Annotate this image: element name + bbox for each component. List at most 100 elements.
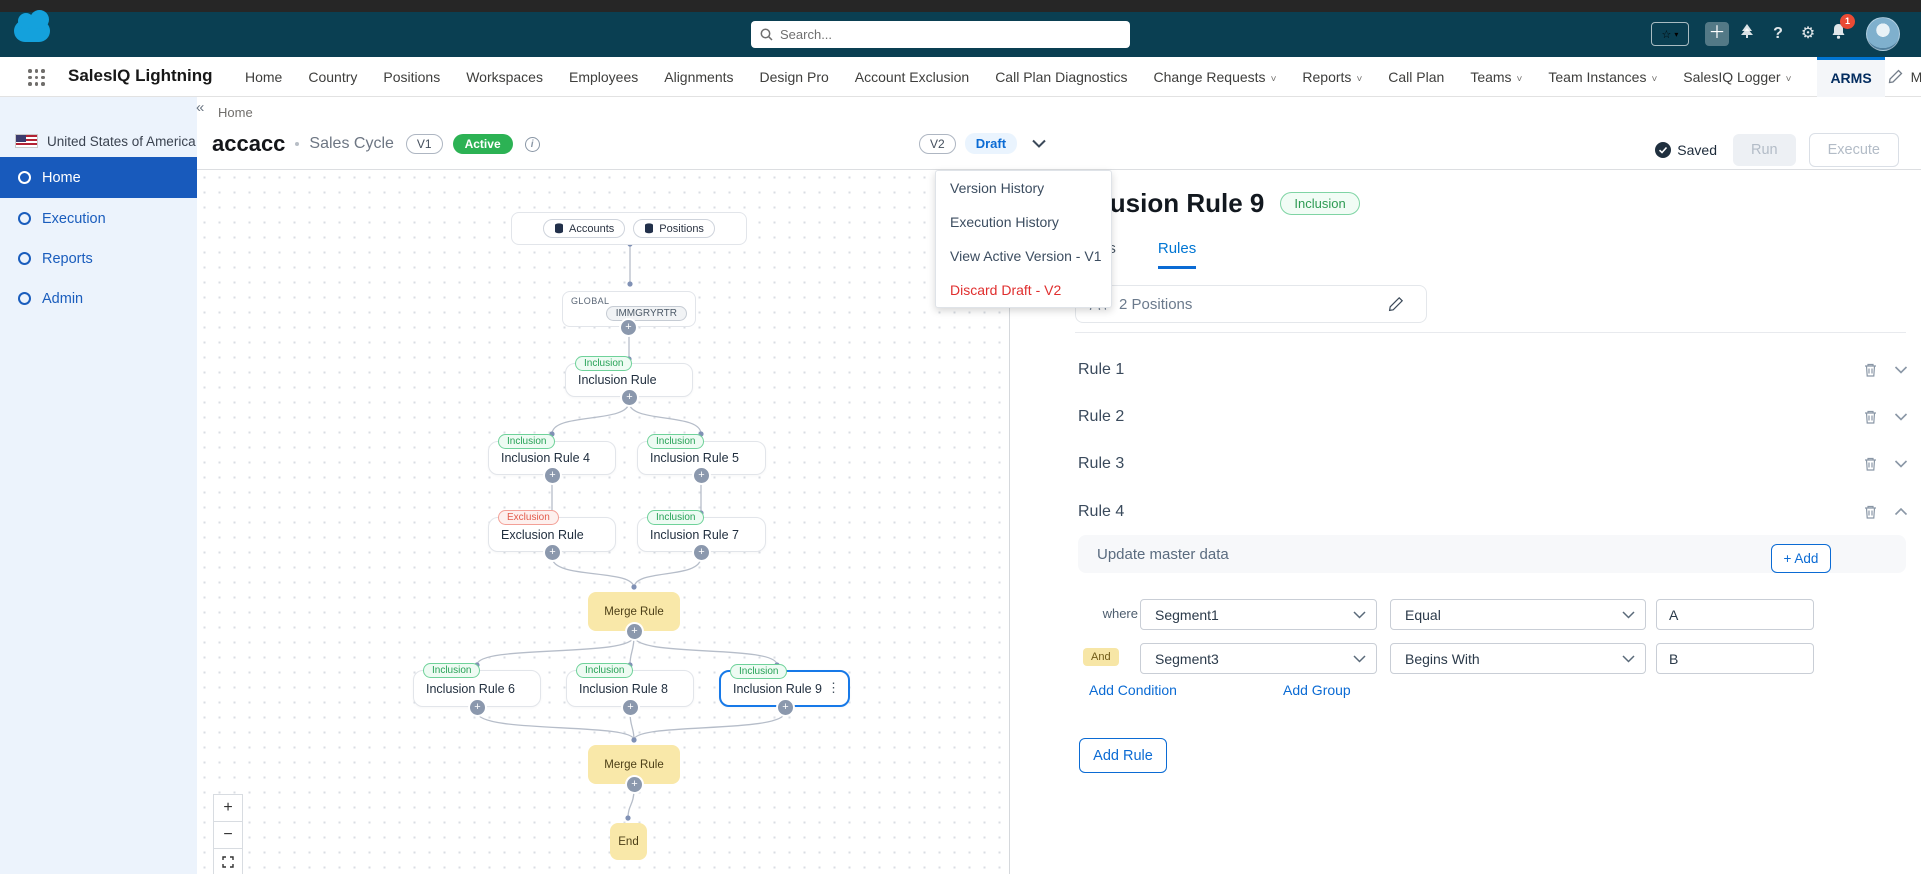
tab-account-exclusion[interactable]: Account Exclusion bbox=[854, 69, 970, 85]
add-node-plus-icon[interactable]: + bbox=[694, 545, 709, 560]
node-inclusion-rule-5[interactable]: Inclusion Inclusion Rule 5 bbox=[637, 434, 766, 475]
accounts-source-pill[interactable]: Accounts bbox=[543, 219, 626, 238]
sidebar-item-admin[interactable]: Admin bbox=[0, 278, 197, 319]
tab-more[interactable]: More▼ bbox=[1910, 69, 1921, 85]
add-node-plus-icon[interactable]: + bbox=[627, 777, 642, 792]
update-master-data-box[interactable]: Update master data bbox=[1078, 535, 1906, 573]
tab-call-plan[interactable]: Call Plan bbox=[1388, 69, 1445, 85]
tab-reports[interactable]: Reports˅ bbox=[1302, 69, 1363, 85]
expand-chevron-down-icon[interactable] bbox=[1894, 460, 1908, 468]
menu-item-execution-history[interactable]: Execution History bbox=[950, 214, 1059, 230]
collapse-chevron-up-icon[interactable] bbox=[1894, 508, 1908, 516]
search-input[interactable] bbox=[780, 27, 1080, 42]
condition-operator-select[interactable]: Begins With bbox=[1390, 643, 1646, 674]
tab-salesiq-logger[interactable]: SalesIQ Logger˅ bbox=[1683, 69, 1792, 85]
rule-row-2[interactable]: Rule 2 bbox=[1078, 397, 1908, 437]
delete-rule-trash-icon[interactable] bbox=[1863, 504, 1878, 520]
node-menu-kebab-icon[interactable]: ⋮ bbox=[827, 680, 840, 695]
region-selector[interactable]: United States of America bbox=[0, 125, 197, 157]
tab-rules[interactable]: Rules bbox=[1157, 240, 1197, 269]
node-inclusion-rule-6[interactable]: Inclusion Inclusion Rule 6 bbox=[413, 663, 541, 707]
condition-field-select[interactable]: Segment3 bbox=[1140, 643, 1377, 674]
condition-prefix-and[interactable]: And bbox=[1083, 648, 1119, 666]
global-search[interactable] bbox=[751, 21, 1130, 48]
positions-source-pill[interactable]: Positions bbox=[633, 219, 715, 238]
fit-screen-button[interactable] bbox=[213, 848, 243, 874]
tab-workspaces[interactable]: Workspaces bbox=[466, 69, 543, 85]
expand-chevron-down-icon[interactable] bbox=[1894, 366, 1908, 374]
tab-teams[interactable]: Teams˅ bbox=[1470, 69, 1523, 85]
app-name[interactable]: SalesIQ Lightning bbox=[68, 66, 213, 85]
tab-change-requests[interactable]: Change Requests˅ bbox=[1153, 69, 1277, 85]
add-node-plus-icon[interactable]: + bbox=[778, 700, 793, 715]
tab-employees[interactable]: Employees bbox=[568, 69, 639, 85]
add-node-plus-icon[interactable]: + bbox=[621, 320, 636, 335]
add-node-plus-icon[interactable]: + bbox=[627, 624, 642, 639]
source-objects-node[interactable]: Accounts Positions bbox=[511, 212, 747, 245]
notifications-bell-icon[interactable] bbox=[1826, 22, 1850, 46]
sidebar-item-execution[interactable]: Execution bbox=[0, 198, 197, 239]
salesforce-cloud-logo[interactable] bbox=[14, 10, 50, 42]
tab-design-pro[interactable]: Design Pro bbox=[759, 69, 829, 85]
trailhead-tree-icon[interactable] bbox=[1735, 22, 1759, 46]
node-merge-rule-1[interactable]: Merge Rule bbox=[588, 592, 680, 631]
zoom-out-button[interactable]: − bbox=[213, 821, 243, 848]
delete-rule-trash-icon[interactable] bbox=[1863, 362, 1878, 378]
zoom-in-button[interactable]: + bbox=[213, 794, 243, 821]
tab-call-plan-diagnostics[interactable]: Call Plan Diagnostics bbox=[995, 69, 1128, 85]
flow-canvas[interactable]: Accounts Positions GLOBAL IMMGRYRTR Incl… bbox=[197, 170, 1010, 874]
rule-row-1[interactable]: Rule 1 bbox=[1078, 350, 1908, 390]
add-button[interactable]: + Add bbox=[1771, 544, 1831, 573]
add-tile-icon[interactable]: ＋ bbox=[1705, 22, 1729, 46]
condition-value-input[interactable] bbox=[1656, 643, 1814, 674]
execute-button[interactable]: Execute bbox=[1808, 133, 1899, 167]
add-rule-button[interactable]: Add Rule bbox=[1079, 738, 1167, 773]
global-node[interactable]: GLOBAL IMMGRYRTR bbox=[562, 291, 696, 327]
app-launcher-icon[interactable] bbox=[28, 69, 45, 86]
add-node-plus-icon[interactable]: + bbox=[545, 468, 560, 483]
positions-summary-box[interactable]: 2 Positions bbox=[1075, 285, 1427, 323]
add-node-plus-icon[interactable]: + bbox=[470, 700, 485, 715]
tab-home[interactable]: Home bbox=[245, 69, 283, 85]
tab-arms[interactable]: ARMS bbox=[1817, 57, 1885, 97]
sidebar-item-home[interactable]: Home bbox=[0, 157, 197, 198]
delete-rule-trash-icon[interactable] bbox=[1863, 409, 1878, 425]
info-icon[interactable]: i bbox=[524, 136, 540, 152]
add-group-link[interactable]: Add Group bbox=[1283, 682, 1351, 698]
breadcrumb[interactable]: Home bbox=[218, 105, 253, 120]
add-node-plus-icon[interactable]: + bbox=[694, 468, 709, 483]
setup-gear-icon[interactable]: ⚙ bbox=[1800, 25, 1816, 42]
add-node-plus-icon[interactable]: + bbox=[622, 390, 637, 405]
help-icon[interactable]: ? bbox=[1773, 25, 1783, 42]
node-end[interactable]: End bbox=[610, 823, 647, 860]
menu-item-discard-draft[interactable]: Discard Draft - V2 bbox=[950, 282, 1062, 298]
tab-positions[interactable]: Positions bbox=[383, 69, 441, 85]
node-inclusion-rule-8[interactable]: Inclusion Inclusion Rule 8 bbox=[566, 663, 694, 707]
tab-alignments[interactable]: Alignments bbox=[664, 69, 734, 85]
user-avatar[interactable] bbox=[1866, 17, 1900, 51]
rule-row-3[interactable]: Rule 3 bbox=[1078, 444, 1908, 484]
expand-chevron-down-icon[interactable] bbox=[1894, 413, 1908, 421]
edit-nav-pencil-icon[interactable] bbox=[1888, 69, 1903, 89]
edit-pencil-icon[interactable] bbox=[1388, 296, 1404, 317]
condition-field-select[interactable]: Segment1 bbox=[1140, 599, 1377, 630]
tab-country[interactable]: Country bbox=[308, 69, 358, 85]
node-inclusion-rule-7[interactable]: Inclusion Inclusion Rule 7 bbox=[637, 510, 766, 552]
menu-item-version-history[interactable]: Version History bbox=[950, 180, 1045, 196]
condition-operator-select[interactable]: Equal bbox=[1390, 599, 1646, 630]
menu-item-view-active-version[interactable]: View Active Version - V1 bbox=[950, 248, 1102, 264]
sidebar-collapse-icon[interactable]: « bbox=[196, 99, 205, 116]
add-node-plus-icon[interactable]: + bbox=[623, 700, 638, 715]
node-inclusion-rule-9[interactable]: Inclusion Inclusion Rule 9 ⋮ bbox=[719, 664, 850, 707]
add-condition-link[interactable]: Add Condition bbox=[1089, 682, 1177, 698]
version-menu-chevron-icon[interactable] bbox=[1031, 139, 1047, 148]
add-node-plus-icon[interactable]: + bbox=[545, 545, 560, 560]
sidebar-item-reports[interactable]: Reports bbox=[0, 238, 197, 279]
delete-rule-trash-icon[interactable] bbox=[1863, 456, 1878, 472]
condition-value-input[interactable] bbox=[1656, 599, 1814, 630]
tab-team-instances[interactable]: Team Instances˅ bbox=[1548, 69, 1658, 85]
node-merge-rule-2[interactable]: Merge Rule bbox=[588, 745, 680, 784]
run-button[interactable]: Run bbox=[1732, 134, 1796, 166]
rule-row-4[interactable]: Rule 4 bbox=[1078, 492, 1908, 532]
favorites-button[interactable]: ☆▾ bbox=[1651, 22, 1689, 46]
